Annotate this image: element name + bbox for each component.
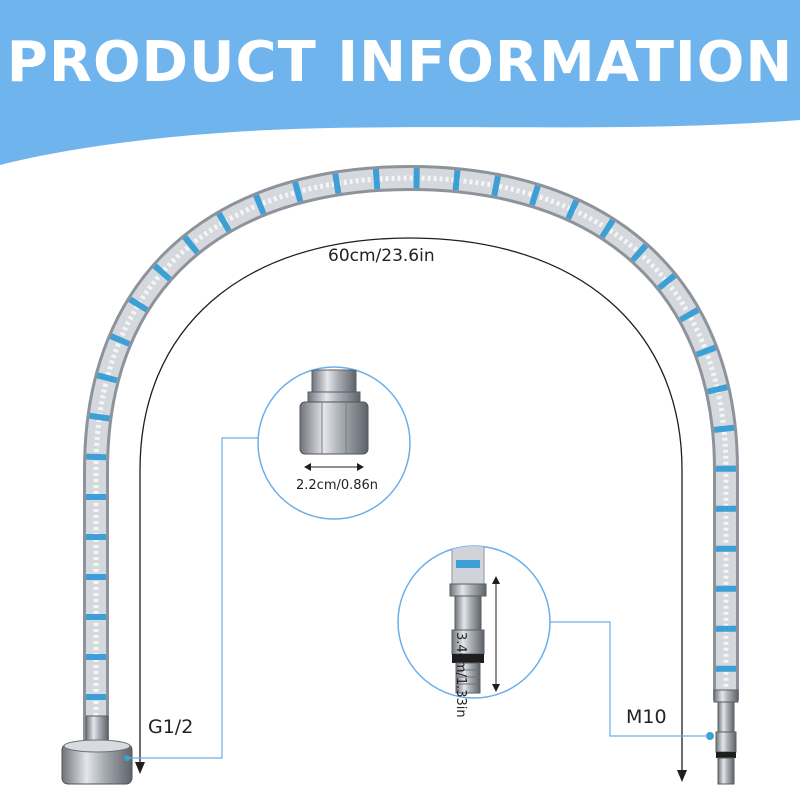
pin-detail-circle <box>397 545 551 699</box>
dimension-arrow-left <box>135 762 145 774</box>
braided-hose <box>83 164 739 740</box>
left-connector-label: G1/2 <box>148 716 194 738</box>
header-banner: PRODUCT INFORMATION <box>0 0 800 180</box>
left-callout-line <box>127 437 262 759</box>
right-connector-label: M10 <box>626 706 667 728</box>
header-wave-shape <box>0 0 800 165</box>
pin-height-label: 3.4cm/1.33in <box>453 632 468 718</box>
nut-detail-circle <box>257 366 411 520</box>
g-half-inch-nut <box>61 715 133 785</box>
right-callout-line <box>548 621 708 737</box>
page-title: PRODUCT INFORMATION <box>6 30 794 95</box>
m10-connector <box>706 689 739 785</box>
dimension-arrow-right <box>677 770 687 782</box>
length-dimension-line <box>139 237 683 778</box>
nut-width-label: 2.2cm/0.86n <box>296 478 379 493</box>
length-label: 60cm/23.6in <box>328 246 435 266</box>
